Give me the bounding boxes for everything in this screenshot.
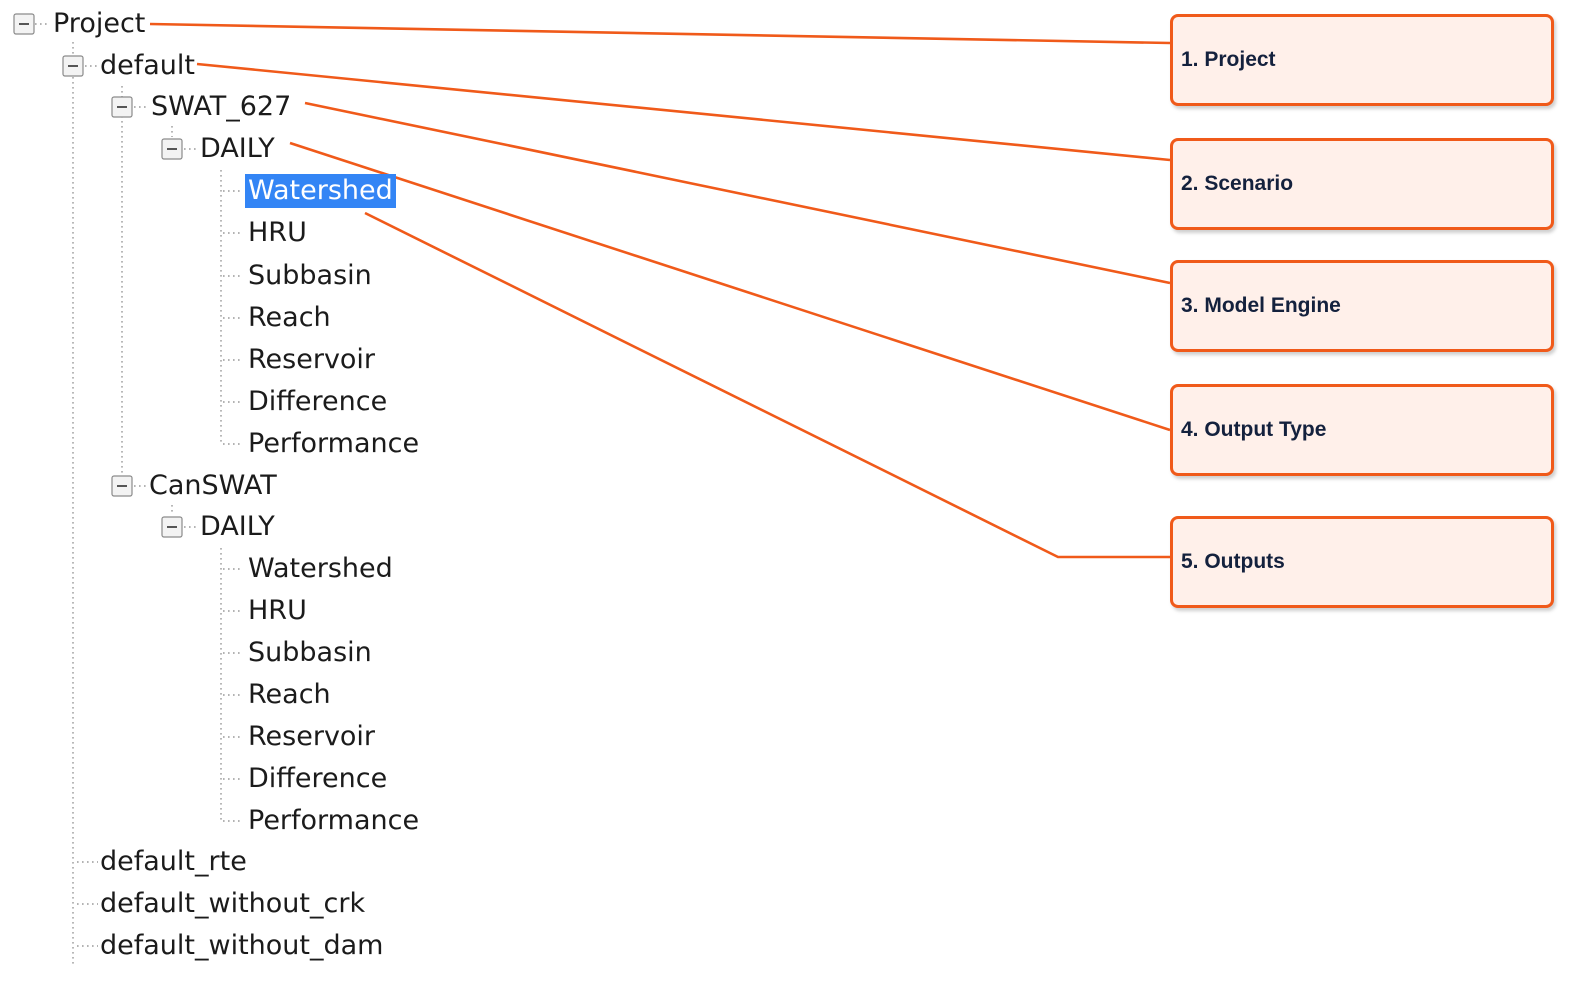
tree-node-output-reach[interactable]: Reach <box>248 679 331 710</box>
tree-node-output-watershed-selected[interactable]: Watershed <box>245 174 396 208</box>
leader-line-output-type <box>289 141 1171 432</box>
tree-node-output-subbasin[interactable]: Subbasin <box>248 637 372 668</box>
tree-node-daily-canswat[interactable]: DAILY <box>200 511 275 542</box>
tree-node-default-rte[interactable]: default_rte <box>100 846 247 877</box>
tree-node-swat627[interactable]: SWAT_627 <box>151 91 292 122</box>
leader-line-scenario <box>196 62 1171 162</box>
tree-node-default-without-dam[interactable]: default_without_dam <box>100 930 384 961</box>
callout-label: 5. Outputs <box>1181 550 1285 573</box>
collapse-daily-canswat-toggle[interactable] <box>161 516 183 538</box>
callout-label: 3. Model Engine <box>1181 294 1341 317</box>
callout-project: 1. Project <box>1170 14 1554 106</box>
minus-box-icon <box>161 138 183 160</box>
collapse-canswat-toggle[interactable] <box>111 475 133 497</box>
collapse-default-toggle[interactable] <box>62 55 84 77</box>
collapse-swat627-toggle[interactable] <box>111 96 133 118</box>
minus-box-icon <box>62 55 84 77</box>
tree-node-daily-swat627[interactable]: DAILY <box>200 133 275 164</box>
tree-node-output-reach[interactable]: Reach <box>248 302 331 333</box>
collapse-daily-swat627-toggle[interactable] <box>161 138 183 160</box>
leader-line-outputs <box>364 211 1170 559</box>
minus-box-icon <box>13 13 35 35</box>
tree-node-output-hru[interactable]: HRU <box>248 595 307 626</box>
minus-box-icon <box>111 96 133 118</box>
leader-line-project <box>149 22 1171 45</box>
tree-node-output-hru[interactable]: HRU <box>248 217 307 248</box>
minus-box-icon <box>111 475 133 497</box>
tree-node-output-performance[interactable]: Performance <box>248 428 420 459</box>
callout-outputs: 5. Outputs <box>1170 516 1554 608</box>
tree-node-output-difference[interactable]: Difference <box>248 386 388 417</box>
callout-label: 1. Project <box>1181 48 1276 71</box>
minus-box-icon <box>161 516 183 538</box>
leader-line-model-engine <box>304 101 1171 285</box>
tree-node-output-subbasin[interactable]: Subbasin <box>248 260 372 291</box>
tree-node-output-watershed[interactable]: Watershed <box>248 553 393 584</box>
callout-model-engine: 3. Model Engine <box>1170 260 1554 352</box>
tree-node-default[interactable]: default <box>100 50 196 81</box>
tree-node-canswat[interactable]: CanSWAT <box>149 470 277 501</box>
collapse-project-toggle[interactable] <box>13 13 35 35</box>
tree-node-output-difference[interactable]: Difference <box>248 763 388 794</box>
tree-node-output-performance[interactable]: Performance <box>248 805 420 836</box>
tree-node-output-reservoir[interactable]: Reservoir <box>248 344 376 375</box>
tree-node-output-reservoir[interactable]: Reservoir <box>248 721 376 752</box>
tree-node-default-without-crk[interactable]: default_without_crk <box>100 888 366 919</box>
callout-scenario: 2. Scenario <box>1170 138 1554 230</box>
callout-label: 2. Scenario <box>1181 172 1294 195</box>
tree-node-project[interactable]: Project <box>53 8 146 39</box>
callout-output-type: 4. Output Type <box>1170 384 1554 476</box>
callout-label: 4. Output Type <box>1181 418 1327 441</box>
